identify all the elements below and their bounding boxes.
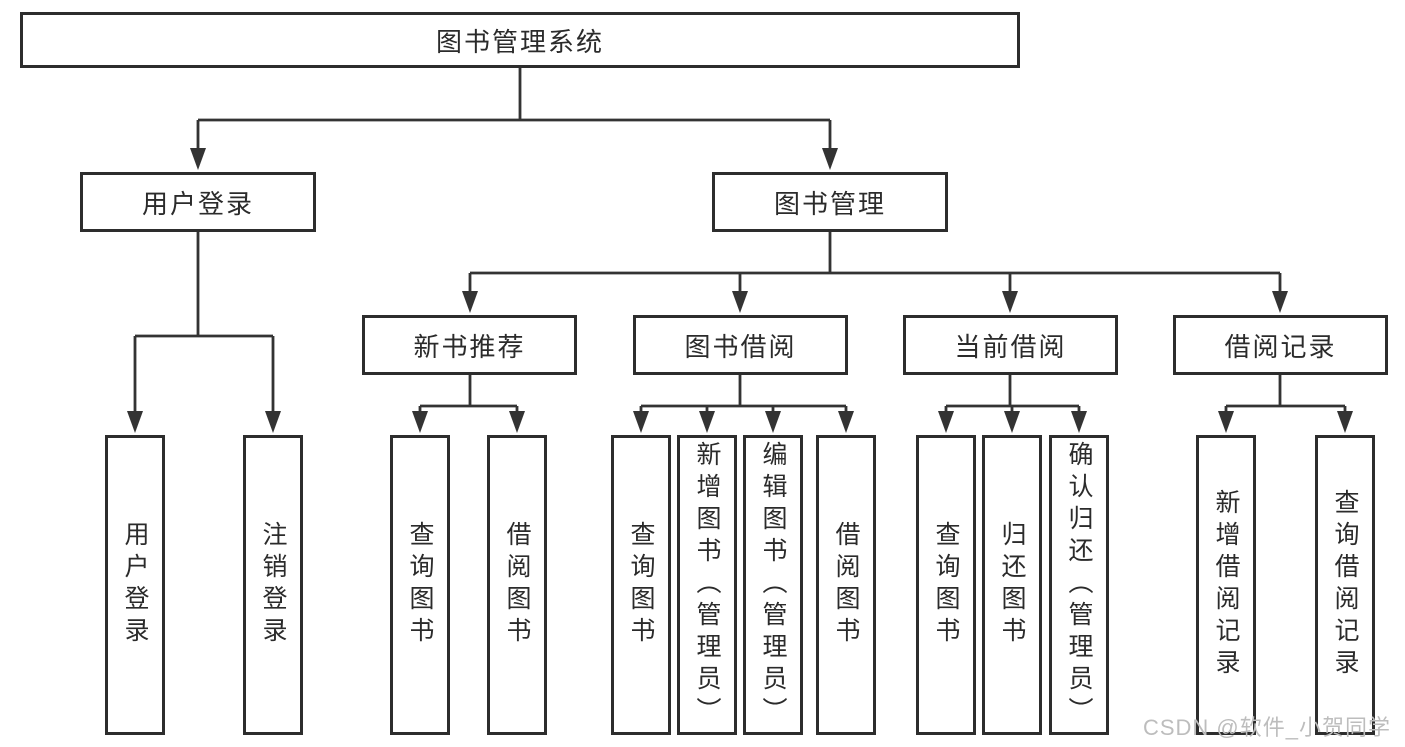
leaf-edit-books-admin: 编辑图书（管理员） (743, 435, 803, 735)
node-library-management-system: 图书管理系统 (20, 12, 1020, 68)
leaf-confirm-return-admin: 确认归还（管理员） (1049, 435, 1109, 735)
leaf-query-books-recommend: 查询图书 (390, 435, 450, 735)
leaf-borrow-books: 借阅图书 (816, 435, 876, 735)
node-user-login: 用户登录 (80, 172, 316, 232)
leaf-user-login: 用户登录 (105, 435, 165, 735)
node-new-book-recommend: 新书推荐 (362, 315, 577, 375)
node-current-borrowing: 当前借阅 (903, 315, 1118, 375)
node-book-borrowing: 图书借阅 (633, 315, 848, 375)
leaf-borrow-books-recommend: 借阅图书 (487, 435, 547, 735)
connector-userlogin-to-leaves (133, 232, 275, 415)
connector-newbook-to-leaves (418, 375, 519, 415)
leaf-logout: 注销登录 (243, 435, 303, 735)
connector-borrowrecords-to-leaves (1224, 375, 1347, 415)
leaf-query-books-current: 查询图书 (916, 435, 976, 735)
leaf-add-books-admin: 新增图书（管理员） (677, 435, 737, 735)
node-book-management: 图书管理 (712, 172, 948, 232)
leaf-query-borrow-record: 查询借阅记录 (1315, 435, 1375, 735)
node-borrowing-records: 借阅记录 (1173, 315, 1388, 375)
leaf-return-books: 归还图书 (982, 435, 1042, 735)
connector-root-to-level2 (196, 68, 832, 152)
connector-bookborrow-to-leaves (639, 375, 848, 415)
leaf-query-books-borrow: 查询图书 (611, 435, 671, 735)
csdn-watermark: CSDN @软件_小贺同学 (1142, 715, 1391, 740)
leaf-add-borrow-record: 新增借阅记录 (1196, 435, 1256, 735)
connector-bookmgmt-to-level3 (468, 232, 1282, 295)
connector-currentborrow-to-leaves (944, 375, 1081, 415)
